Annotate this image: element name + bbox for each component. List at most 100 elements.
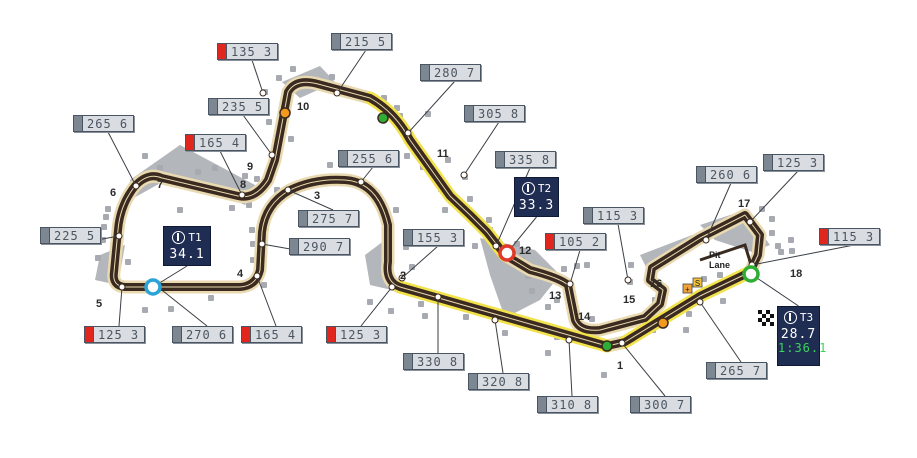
trackside-marker: [769, 230, 775, 236]
leader-line: [336, 49, 367, 94]
gear-marker: [707, 363, 716, 378]
speed-label: 135 3: [217, 43, 279, 60]
safety-car-icon: +: [682, 283, 693, 294]
trackside-marker: [103, 214, 109, 220]
speed-trap-icon: [377, 112, 389, 124]
trackside-marker: [229, 205, 235, 211]
marker-points: [115, 89, 760, 352]
turn-number-4: 4: [237, 268, 244, 280]
trackside-marker: [778, 249, 784, 255]
speed-value: 235 5: [222, 99, 264, 114]
trackside-marker: [208, 295, 214, 301]
trackside-marker: [327, 162, 333, 168]
trackside-marker: [246, 202, 252, 208]
trackside-marker: [101, 224, 107, 230]
trackside-marker: [142, 307, 148, 313]
speed-value: 265 6: [87, 116, 129, 131]
speed-value: 260 6: [710, 167, 752, 182]
trackside-marker: [775, 243, 781, 249]
leader-line: [705, 182, 732, 241]
gear-marker: [465, 106, 474, 121]
trackside-marker: [95, 255, 101, 261]
trackside-marker: [168, 306, 174, 312]
turn-number-11: 11: [437, 148, 449, 160]
speed-value: 165 4: [199, 135, 241, 150]
speed-label: 320 8: [468, 373, 530, 390]
gear-marker: [764, 155, 773, 170]
trackside-marker: [105, 206, 111, 212]
sector-marker: [498, 244, 516, 262]
trackside-marker: [418, 301, 424, 307]
gear-marker: [820, 229, 829, 244]
sector-header: T3: [778, 307, 819, 327]
gear-marker: [74, 116, 83, 131]
speed-label: 165 4: [241, 326, 303, 343]
trackside-marker: [628, 262, 634, 268]
speed-value: 255 6: [352, 151, 394, 166]
speed-point: [398, 274, 406, 282]
trackside-marker: [425, 111, 431, 117]
trackside-marker: [329, 74, 335, 80]
turn-number-15: 15: [623, 294, 636, 306]
speed-point: [618, 339, 626, 347]
trackside-marker: [502, 330, 508, 336]
turn-number-3: 3: [314, 190, 321, 202]
trackside-marker: [554, 297, 560, 303]
leader-line: [621, 342, 666, 397]
speed-point: [624, 276, 632, 284]
sector-name: T2: [537, 181, 552, 195]
gear-marker: [41, 228, 50, 243]
leader-line: [617, 223, 629, 281]
trackside-marker: [442, 207, 448, 213]
turn-number-14: 14: [578, 311, 591, 323]
turn-number-13: 13: [549, 290, 562, 302]
pit-entry-icon: S: [692, 277, 703, 288]
trackside-marker: [545, 350, 551, 356]
speed-point: [702, 236, 710, 244]
trackside-marker: [529, 288, 535, 294]
speed-value: 115 3: [597, 208, 639, 223]
speed-value: 330 8: [417, 354, 459, 369]
gear-marker: [631, 397, 640, 412]
leader-line: [407, 80, 456, 134]
trackside-marker: [276, 75, 282, 81]
sector-time: 33.3: [518, 198, 555, 213]
speed-point: [565, 336, 573, 344]
turn-number-16: 16: [650, 278, 663, 290]
gear-marker: [421, 65, 430, 80]
trackside-marker: [177, 207, 183, 213]
trackside-marker: [142, 153, 148, 159]
speed-value: 125 3: [340, 327, 382, 342]
trackside-marker: [195, 169, 201, 175]
sector-name: T1: [188, 230, 202, 244]
speed-label: 310 8: [537, 396, 599, 413]
speed-label: 335 8: [495, 151, 557, 168]
speed-value: 335 8: [509, 152, 551, 167]
leader-line: [568, 339, 573, 397]
leader-line: [157, 286, 208, 327]
trackside-marker: [486, 217, 492, 223]
speed-value: 300 7: [644, 397, 686, 412]
speed-label: 155 3: [403, 229, 465, 246]
trackside-marker: [367, 299, 373, 305]
speed-point: [492, 242, 500, 250]
speed-value: 155 3: [417, 230, 459, 245]
speed-point: [746, 218, 754, 226]
turn-number-1: 1: [617, 360, 624, 372]
speed-value: 105 2: [559, 234, 601, 249]
trackside-marker: [404, 153, 410, 159]
speed-point: [460, 171, 468, 179]
speed-point: [268, 151, 276, 159]
speed-label: 305 8: [464, 105, 526, 122]
turn-number-7: 7: [157, 179, 164, 191]
gear-marker: [404, 354, 413, 369]
speed-point: [696, 298, 704, 306]
sector-time: 28.7: [780, 327, 817, 342]
turn-number-12: 12: [519, 245, 532, 257]
speed-label: 260 6: [696, 166, 758, 183]
speed-trap-icon: [279, 107, 291, 119]
speed-label: 225 5: [40, 227, 102, 244]
speed-point: [259, 89, 267, 97]
trackside-marker: [467, 196, 473, 202]
